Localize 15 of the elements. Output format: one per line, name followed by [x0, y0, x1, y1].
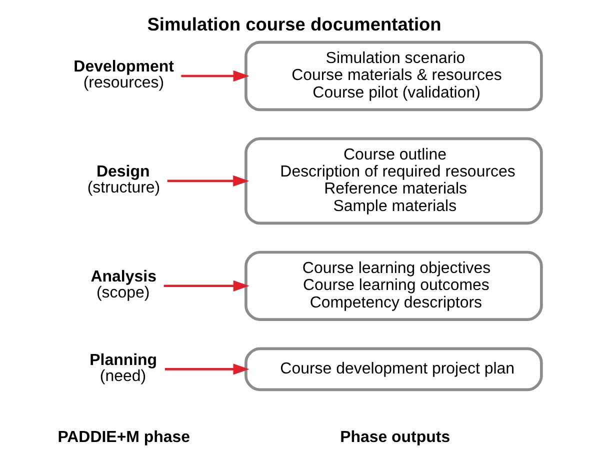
node-text: Planning (need)	[90, 352, 158, 385]
node-text: Analysis (scope)	[90, 268, 156, 302]
label: Phase outputs	[340, 428, 450, 446]
diagram-title: Simulation course documentation	[147, 14, 442, 35]
arrow	[167, 175, 250, 187]
arrow	[164, 364, 250, 375]
arrow	[164, 280, 250, 292]
node-text: Development (resources)	[74, 58, 174, 92]
label: PADDIE+M phase	[58, 428, 190, 446]
node-box: Simulation scenario Course materials & resources Course pilot (validation)	[244, 40, 543, 112]
node-text: Design (structure)	[87, 164, 160, 197]
node-box: Course outline Description of required resources Reference materials Sample materials	[244, 137, 543, 225]
arrow	[181, 70, 250, 82]
node-box: Course development project plan	[244, 347, 543, 392]
node-box: Course learning objectives Course learning outcomes Competency descriptors	[244, 250, 543, 321]
